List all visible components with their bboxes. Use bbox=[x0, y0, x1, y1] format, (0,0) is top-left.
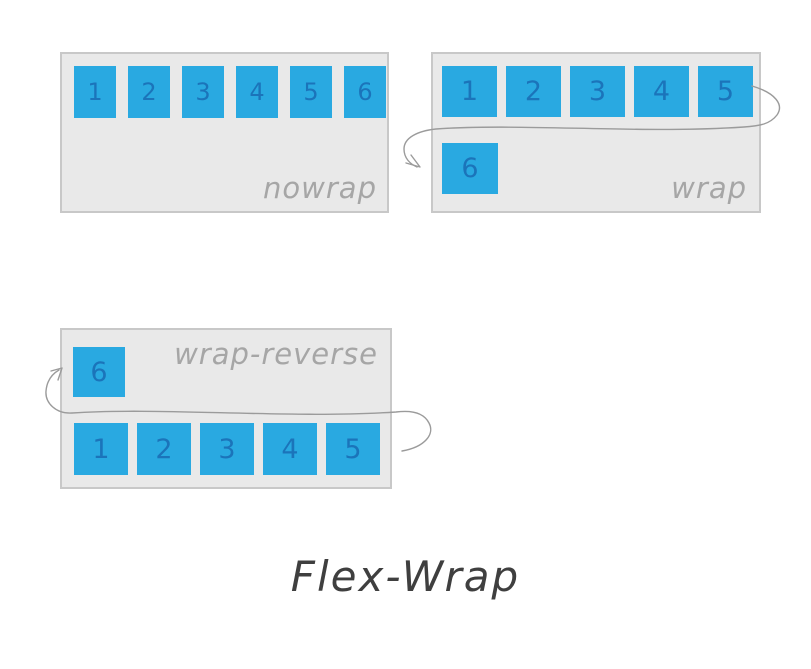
flex-item-1: 1 bbox=[442, 66, 497, 117]
flex-item-3: 3 bbox=[570, 66, 625, 117]
flex-item-5: 5 bbox=[290, 66, 332, 118]
flex-item-4: 4 bbox=[263, 423, 317, 475]
panel-wrap: 1 2 3 4 5 6 wrap bbox=[431, 52, 761, 213]
flex-item-5: 5 bbox=[698, 66, 753, 117]
flex-item-6: 6 bbox=[344, 66, 386, 118]
wrap-reverse-item-row: 1 2 3 4 5 bbox=[74, 423, 380, 475]
flex-item-4: 4 bbox=[634, 66, 689, 117]
flex-item-6-wrapped: 6 bbox=[442, 143, 498, 194]
flex-item-2: 2 bbox=[128, 66, 170, 118]
flex-item-2: 2 bbox=[137, 423, 191, 475]
flex-item-2: 2 bbox=[506, 66, 561, 117]
page-title: Flex-Wrap bbox=[290, 552, 521, 601]
flex-item-3: 3 bbox=[200, 423, 254, 475]
wrap-label: wrap bbox=[671, 171, 747, 205]
wrap-reverse-label: wrap-reverse bbox=[174, 337, 378, 371]
wrap-item-row: 1 2 3 4 5 bbox=[442, 66, 753, 117]
nowrap-label: nowrap bbox=[263, 171, 377, 205]
flex-item-5: 5 bbox=[326, 423, 380, 475]
flex-item-1: 1 bbox=[74, 66, 116, 118]
panel-wrap-reverse: 6 1 2 3 4 5 wrap-reverse bbox=[60, 328, 392, 489]
flex-item-3: 3 bbox=[182, 66, 224, 118]
panel-nowrap: 1 2 3 4 5 6 nowrap bbox=[60, 52, 389, 213]
flex-item-1: 1 bbox=[74, 423, 128, 475]
nowrap-item-row: 1 2 3 4 5 6 bbox=[74, 66, 386, 118]
flex-item-4: 4 bbox=[236, 66, 278, 118]
flex-item-6-wrapped: 6 bbox=[73, 347, 125, 397]
